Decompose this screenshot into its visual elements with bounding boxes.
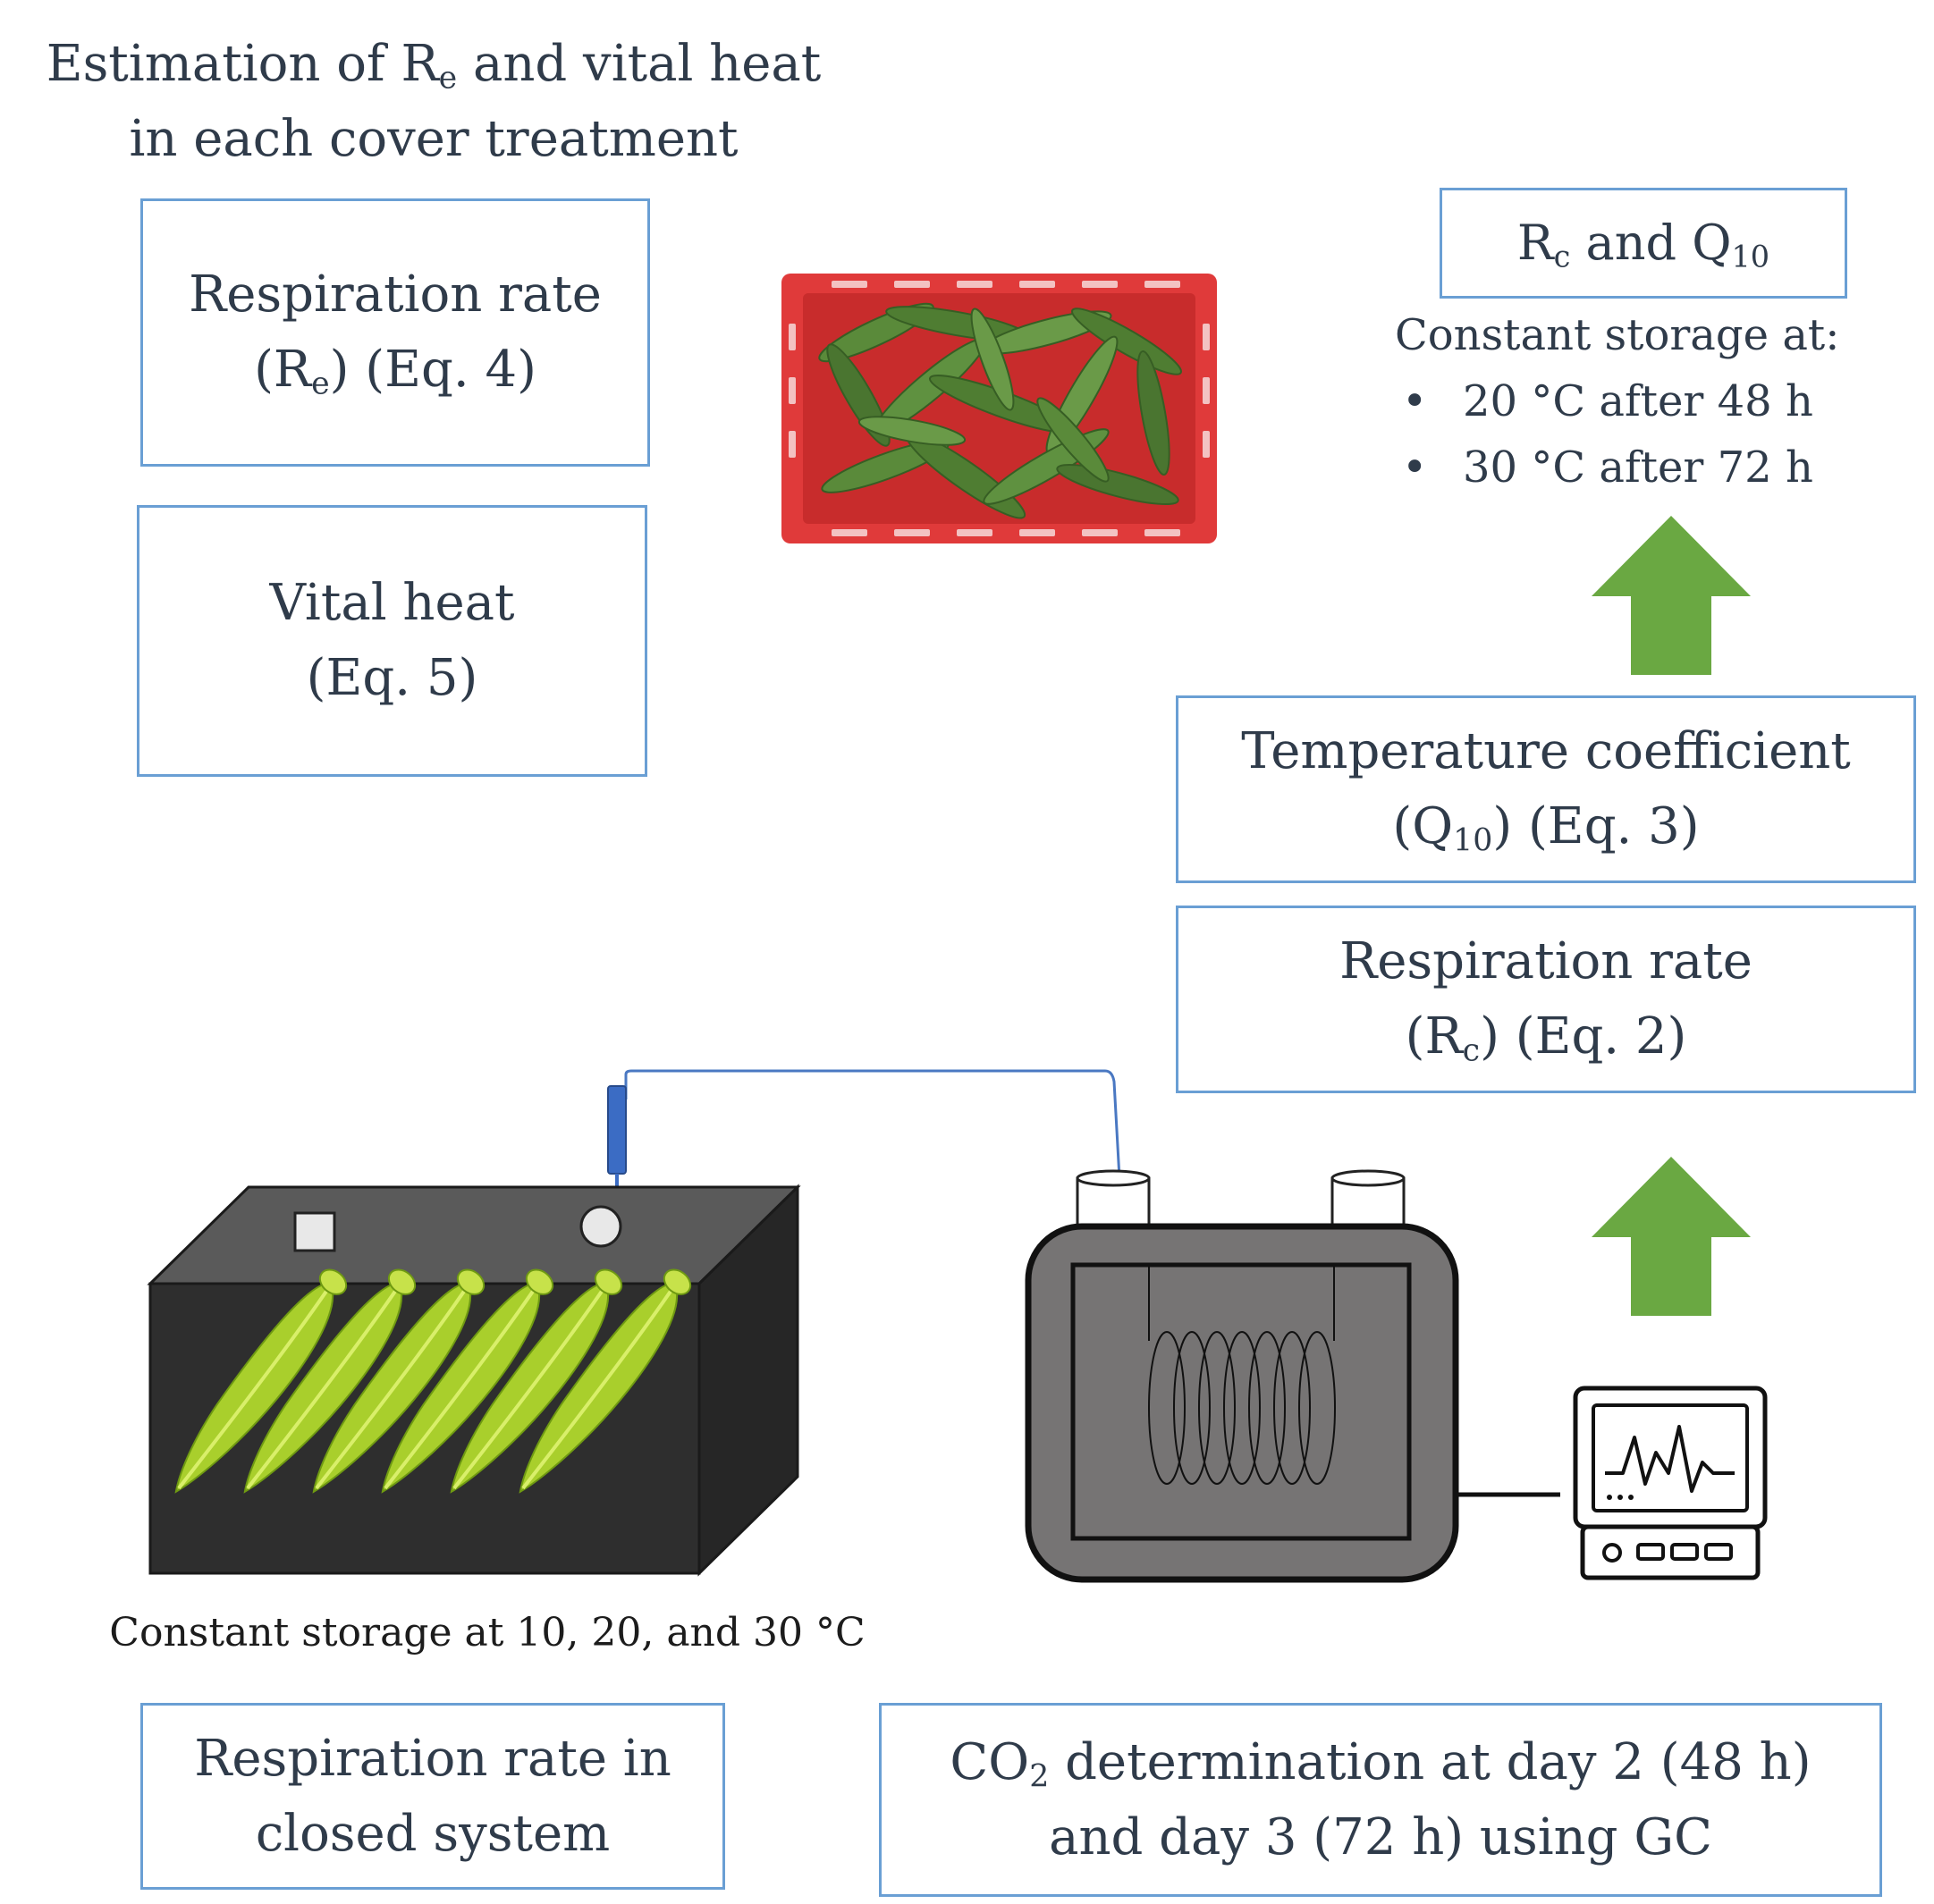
diagram-title: Estimation of Re and vital heat in each …	[0, 27, 867, 177]
storage-caption: Constant storage at 10, 20, and 30 °C	[109, 1610, 866, 1655]
okra-basket-photo	[781, 274, 1217, 543]
rc-and-q10-box: Rc and Q10	[1440, 188, 1847, 299]
temperature-coefficient-box: Temperature coefficient (Q10) (Eq. 3)	[1176, 695, 1916, 883]
constant-storage-item: 30 °C after 72 h	[1395, 434, 1931, 501]
respiration-rate-re-box: Respiration rate (Re) (Eq. 4)	[140, 198, 650, 467]
monitor-icon	[1573, 1386, 1768, 1580]
okra-pods	[174, 1268, 692, 1494]
chamber-port-round	[579, 1205, 622, 1248]
constant-storage-heading: Constant storage at:	[1395, 310, 1840, 360]
chamber-port-square	[293, 1211, 336, 1252]
co2-determination-box: CO2 determination at day 2 (48 h) and da…	[879, 1703, 1882, 1897]
vital-heat-box: Vital heat (Eq. 5)	[137, 505, 647, 777]
title-line-1: Estimation of Re and vital heat	[46, 35, 822, 97]
apparatus-illustration	[147, 1069, 1768, 1583]
sampling-tube	[624, 1069, 1121, 1179]
gas-chromatograph	[1025, 1169, 1459, 1583]
title-line-2: in each cover treatment	[129, 110, 739, 168]
closed-system-box: Respiration rate in closed system	[140, 1703, 725, 1890]
up-arrow	[1592, 516, 1751, 675]
constant-storage-item: 20 °C after 48 h	[1395, 368, 1931, 434]
up-arrow	[1592, 1157, 1751, 1316]
sampling-needle	[607, 1085, 627, 1175]
respiration-rate-rc-box: Respiration rate (Rc) (Eq. 2)	[1176, 906, 1916, 1093]
constant-storage-list: Constant storage at: 20 °C after 48 h 30…	[1395, 302, 1931, 501]
